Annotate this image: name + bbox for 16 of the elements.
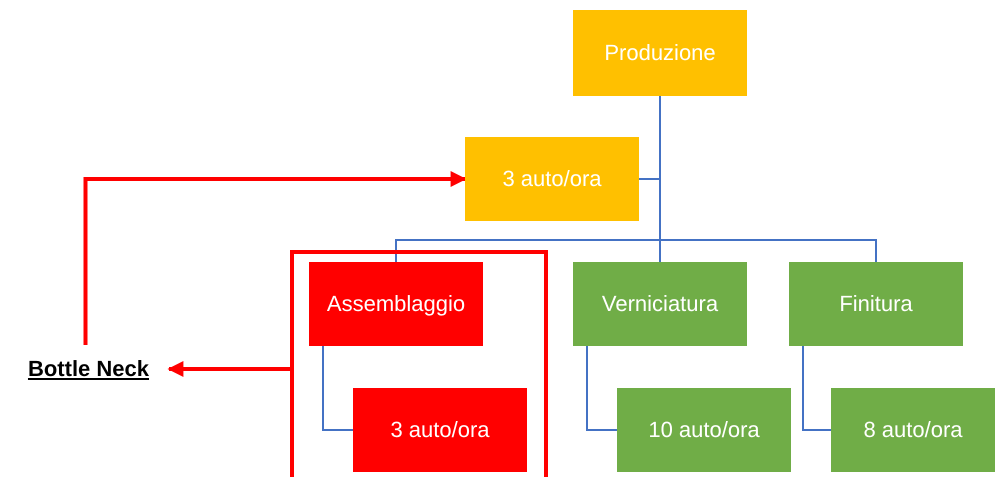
process-box: Produzione — [573, 10, 747, 96]
highlight-frame — [290, 250, 548, 477]
arrow — [167, 361, 290, 377]
arrow — [84, 171, 467, 345]
process-box: 3 auto/ora — [465, 137, 639, 221]
process-box: Finitura — [789, 262, 963, 346]
process-box: 8 auto/ora — [831, 388, 995, 472]
connector-line — [659, 96, 877, 262]
bottleneck-label: Bottle Neck — [28, 356, 150, 382]
connector-line — [322, 346, 353, 431]
process-box: Verniciatura — [573, 262, 747, 346]
process-box: 10 auto/ora — [617, 388, 791, 472]
connector-line — [586, 346, 617, 431]
connector-line — [802, 346, 831, 431]
process-box: Assemblaggio — [309, 262, 483, 346]
process-box: 3 auto/ora — [353, 388, 527, 472]
